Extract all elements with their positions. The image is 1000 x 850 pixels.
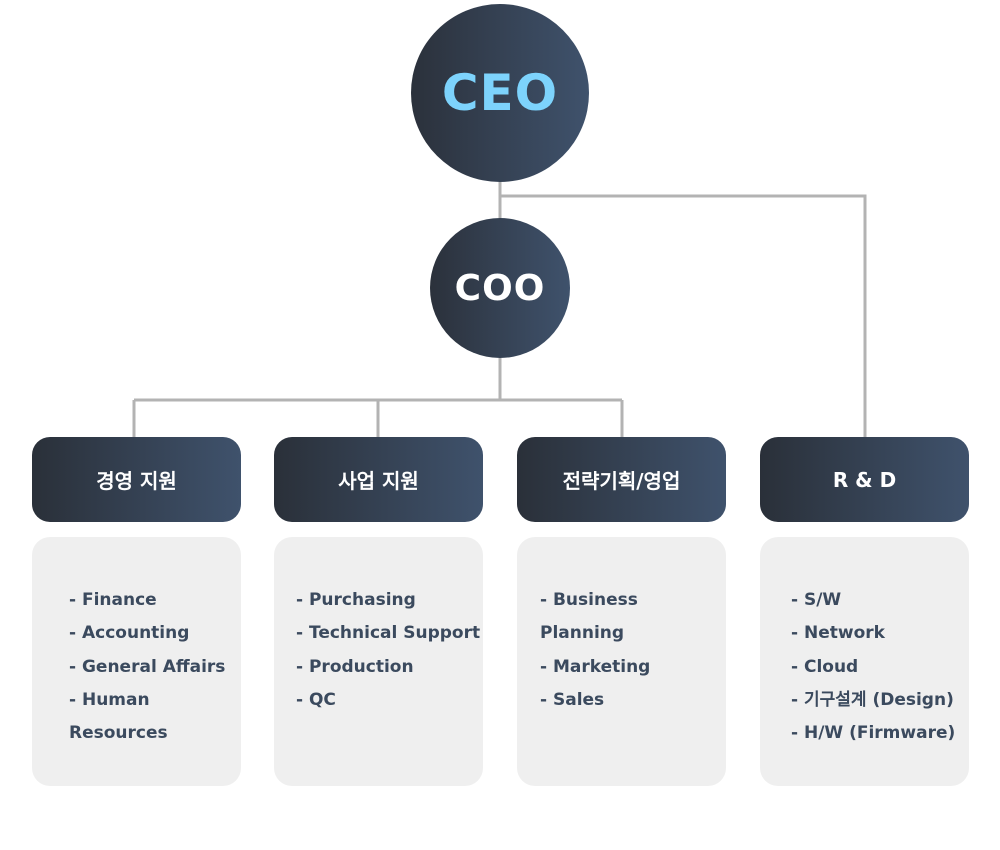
department-management-support: 경영 지원 [32, 437, 241, 522]
rnd-list: - S/W - Network - Cloud - 기구설계 (Design) … [791, 584, 955, 750]
department-title: 사업 지원 [338, 469, 419, 493]
management-support-panel: - Finance - Accounting - General Affairs… [32, 537, 241, 786]
department-rnd: R & D [760, 437, 969, 522]
connector-ceo-rnd [500, 194, 867, 437]
ceo-label: CEO [441, 64, 559, 122]
list-item: - Network [791, 623, 885, 644]
business-support-panel: - Purchasing - Technical Support - Produ… [274, 537, 483, 786]
department-title: 전략기획/영업 [562, 469, 681, 493]
list-item: - Marketing [540, 656, 651, 677]
coo-node: COO [430, 218, 570, 358]
list-item: - Human Resources [69, 689, 168, 744]
department-title: R & D [832, 467, 897, 492]
strategy-sales-list: - Business Planning - Marketing - Sales [540, 584, 726, 717]
business-support-list: - Purchasing - Technical Support - Produ… [296, 584, 480, 717]
list-item: - H/W (Firmware) [791, 723, 956, 744]
department-strategy-sales: 전략기획/영업 [517, 437, 726, 522]
list-item: - Cloud [791, 656, 859, 677]
coo-label: COO [454, 267, 546, 309]
list-item: - 기구설계 (Design) [791, 689, 954, 710]
list-item: - General Affairs [69, 656, 226, 677]
list-item: - QC [296, 689, 336, 710]
list-item: - Technical Support [296, 623, 481, 644]
list-item: - Sales [540, 689, 605, 710]
list-item: - Accounting [69, 623, 190, 644]
list-item: - Finance [69, 590, 157, 610]
list-item: - Business Planning [540, 590, 638, 644]
list-item: - Purchasing [296, 590, 416, 610]
department-business-support: 사업 지원 [274, 437, 483, 522]
department-title: 경영 지원 [96, 469, 177, 493]
strategy-sales-panel: - Business Planning - Marketing - Sales [517, 537, 726, 786]
ceo-node: CEO [411, 4, 589, 182]
rnd-panel: - S/W - Network - Cloud - 기구설계 (Design) … [760, 537, 969, 786]
list-item: - S/W [791, 590, 842, 610]
management-support-list: - Finance - Accounting - General Affairs… [69, 584, 225, 750]
list-item: - Production [296, 656, 414, 677]
